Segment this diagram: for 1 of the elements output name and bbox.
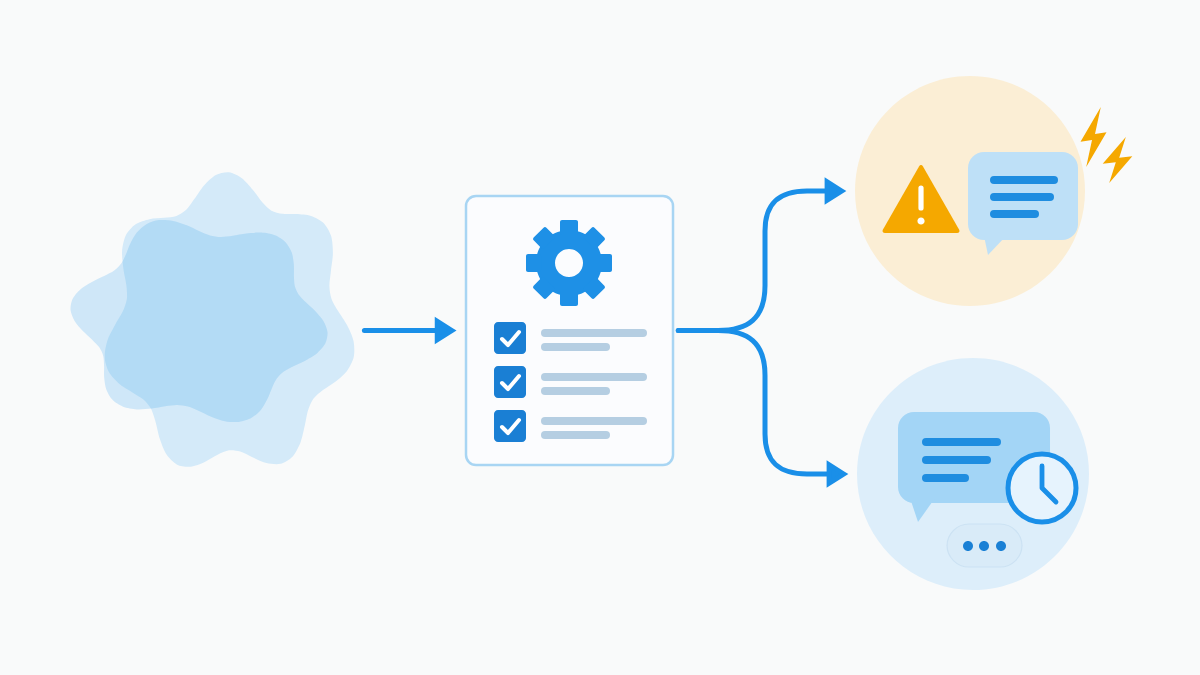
blob <box>70 172 355 467</box>
